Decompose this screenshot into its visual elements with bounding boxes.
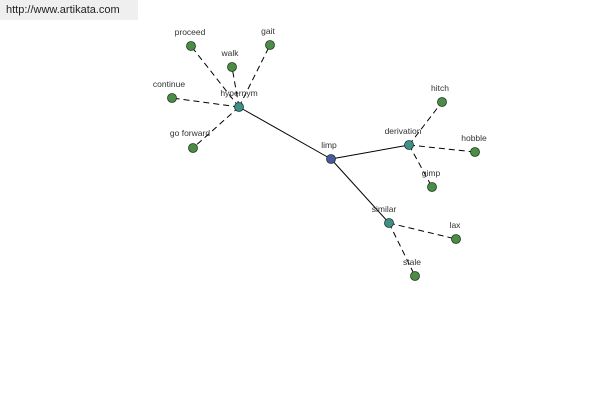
- edge-hypernym-proceed: [190, 45, 240, 108]
- node-label-limp[interactable]: limp: [321, 140, 337, 150]
- node-label-lax[interactable]: lax: [450, 220, 462, 230]
- node-similar[interactable]: [384, 218, 394, 228]
- node-label-stale[interactable]: stale: [403, 257, 421, 267]
- edge-hypernym-gait: [238, 44, 271, 108]
- node-go-forward[interactable]: [188, 143, 198, 153]
- edge-similar-lax: [388, 222, 457, 240]
- node-continue[interactable]: [167, 93, 177, 103]
- node-label-walk[interactable]: walk: [220, 48, 239, 58]
- nodes-layer: [167, 40, 480, 281]
- node-hobble[interactable]: [470, 147, 480, 157]
- edge-hypernym-walk: [231, 66, 240, 108]
- edge-limp-hypernym: [238, 106, 332, 160]
- node-hitch[interactable]: [437, 97, 447, 107]
- node-label-gimp[interactable]: gimp: [422, 168, 441, 178]
- node-label-similar[interactable]: similar: [372, 204, 397, 214]
- edge-limp-similar: [330, 158, 390, 224]
- node-gait[interactable]: [265, 40, 275, 50]
- node-limp[interactable]: [326, 154, 336, 164]
- node-derivation[interactable]: [404, 140, 414, 150]
- edge-derivation-hobble: [408, 144, 476, 153]
- node-label-hobble[interactable]: hobble: [461, 133, 487, 143]
- node-label-proceed[interactable]: proceed: [175, 27, 206, 37]
- node-hypernym[interactable]: [234, 102, 244, 112]
- node-label-derivation[interactable]: derivation: [385, 126, 422, 136]
- edge-derivation-gimp: [408, 144, 433, 188]
- node-walk[interactable]: [227, 62, 237, 72]
- node-stale[interactable]: [410, 271, 420, 281]
- edge-derivation-hitch: [408, 101, 443, 146]
- edge-limp-derivation: [330, 144, 410, 160]
- node-label-hitch[interactable]: hitch: [431, 83, 449, 93]
- node-proceed[interactable]: [186, 41, 196, 51]
- node-gimp[interactable]: [427, 182, 437, 192]
- edge-hypernym-continue: [171, 97, 240, 108]
- edge-similar-stale: [388, 222, 416, 277]
- edges-layer: [171, 44, 476, 277]
- labels-layer: limp hypernym derivation similar proceed walk…: [153, 26, 487, 267]
- edge-hypernym-go-forward: [192, 106, 240, 149]
- node-label-go-forward[interactable]: go forward: [170, 128, 210, 138]
- node-label-continue[interactable]: continue: [153, 79, 185, 89]
- node-label-hypernym[interactable]: hypernym: [220, 88, 257, 98]
- node-label-gait[interactable]: gait: [261, 26, 275, 36]
- url-banner[interactable]: http://www.artikata.com: [0, 0, 138, 20]
- node-lax[interactable]: [451, 234, 461, 244]
